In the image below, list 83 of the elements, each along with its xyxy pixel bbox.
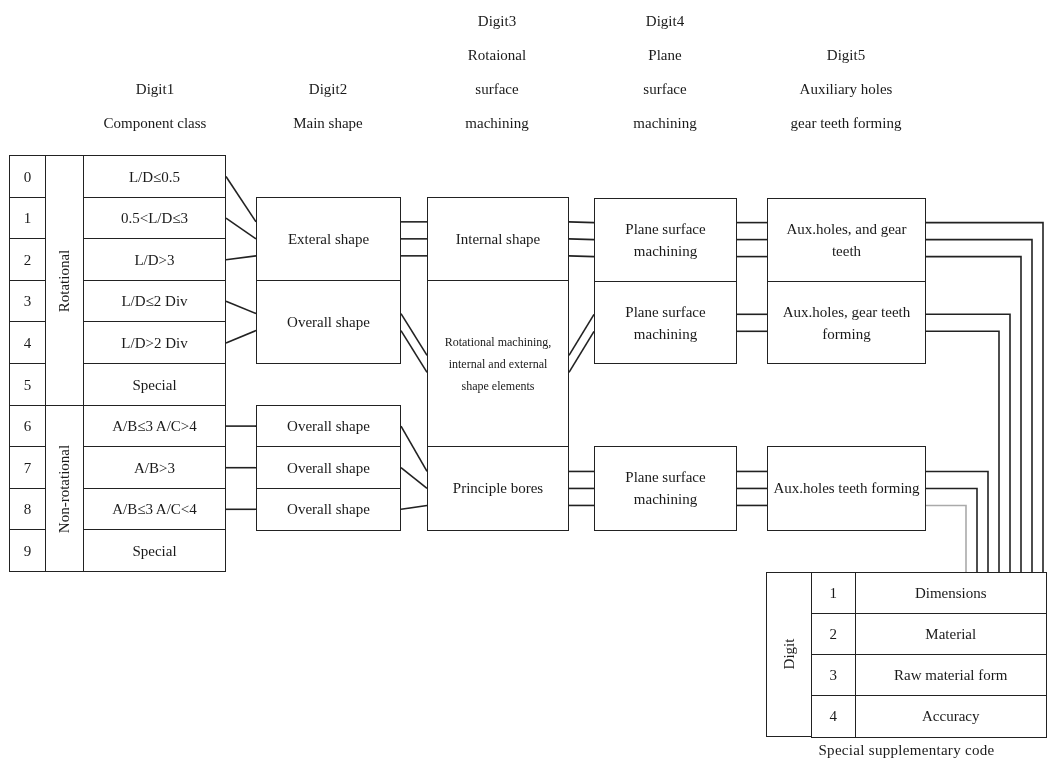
connector-line	[400, 466, 428, 490]
process-box: Overall shape	[256, 404, 401, 448]
table-cell: 0	[9, 155, 46, 198]
table-cell: Material	[854, 613, 1047, 656]
connector-line	[400, 329, 428, 374]
table-cell: Special	[83, 363, 226, 406]
column-header: Digit1	[134, 80, 176, 99]
connector-line	[568, 504, 595, 507]
connector-line	[400, 255, 428, 257]
process-box: Rotational machining, internal and external shape elements	[427, 279, 569, 448]
table-cell: Special	[83, 529, 226, 573]
table-cell: 7	[9, 446, 46, 490]
table-cell: 4	[9, 321, 46, 365]
process-box: Overall shape	[256, 279, 401, 365]
table-cell: L/D≤2 Div	[83, 279, 226, 323]
connector-line	[400, 425, 428, 473]
table-cell: L/D≤0.5	[83, 155, 226, 198]
process-box: Aux.holes, and gear teeth	[767, 197, 926, 282]
column-header: Digit4	[644, 12, 686, 31]
connector-line	[736, 238, 768, 241]
process-box: Overall shape	[256, 446, 401, 490]
connector-line	[568, 255, 595, 258]
process-box: Principle bores	[427, 446, 569, 531]
connector-line	[225, 508, 257, 511]
process-box: Overall shape	[256, 487, 401, 531]
column-header: Auxiliary holes gear teeth forming	[790, 80, 902, 133]
connector-line	[568, 238, 595, 241]
connector-line	[400, 504, 428, 511]
table-cell: 9	[9, 529, 46, 573]
connector-line	[225, 425, 257, 427]
table-cell: 0.5<L/D≤3	[83, 196, 226, 240]
column-header: Digit2	[307, 80, 349, 99]
connector-line	[925, 470, 989, 573]
connector-line	[568, 487, 595, 490]
process-box: Plane surface machining	[594, 446, 737, 531]
connector-line	[225, 217, 257, 240]
table-cell: Accuracy	[854, 695, 1047, 738]
table-cell: L/D>3	[83, 238, 226, 282]
connector-line	[925, 313, 1011, 573]
connector-line	[736, 487, 768, 490]
connector-line	[925, 504, 967, 573]
connector-line	[400, 221, 428, 223]
table-cell: 4	[810, 695, 856, 738]
table-cell: 2	[9, 238, 46, 282]
process-box: Internal shape	[427, 196, 569, 282]
connector-line	[568, 221, 595, 224]
process-box: Exteral shape	[256, 196, 401, 282]
table-caption: Special supplementary code	[817, 741, 996, 760]
process-box: Plane surface machining	[594, 281, 737, 365]
table-cell: Dimensions	[854, 572, 1047, 615]
connector-line	[400, 312, 428, 357]
table-cell: A/B≤3 A/C>4	[83, 404, 226, 448]
connector-line	[925, 330, 1000, 573]
column-header: Component class	[102, 114, 208, 133]
table-cell: A/B≤3 A/C<4	[83, 487, 226, 531]
connector-line	[225, 329, 257, 344]
connector-line	[225, 175, 257, 223]
connector-line	[400, 238, 428, 240]
connector-line	[568, 313, 595, 357]
connector-line	[568, 470, 595, 473]
connector-line	[736, 330, 768, 333]
process-box: Aux.holes, gear teeth forming	[767, 281, 926, 365]
connector-line	[736, 255, 768, 258]
connector-line	[225, 300, 257, 315]
column-header: Digit5	[825, 46, 867, 65]
column-header: Digit3	[476, 12, 518, 31]
process-box: Plane surface machining	[594, 197, 737, 282]
connector-line	[925, 487, 978, 573]
connector-line	[736, 470, 768, 473]
connector-line	[736, 504, 768, 507]
connector-line	[568, 330, 595, 374]
column-header: Main shape	[292, 114, 364, 133]
table-cell: Raw material form	[854, 654, 1047, 697]
connector-line	[225, 255, 257, 261]
connector-line	[225, 466, 257, 469]
connector-line	[736, 313, 768, 316]
table-cell: A/B>3	[83, 446, 226, 490]
column-header: Plane surface machining	[632, 46, 698, 133]
vertical-header-cell: Digit	[766, 572, 812, 737]
process-box: Aux.holes teeth forming	[767, 446, 926, 531]
connector-line	[736, 221, 768, 224]
column-header: Rotaional surface machining	[464, 46, 530, 133]
table-cell: L/D>2 Div	[83, 321, 226, 365]
